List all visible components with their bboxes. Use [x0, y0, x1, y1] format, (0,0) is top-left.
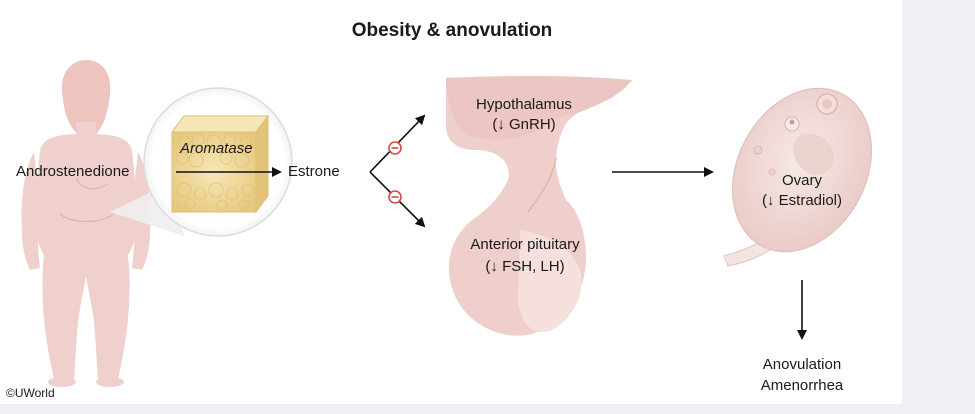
label-ovary-effect: (↓ Estradiol) [761, 192, 843, 209]
label-pituitary-effect: (↓ FSH, LH) [485, 258, 565, 275]
label-hypothalamus-effect: (↓ GnRH) [492, 116, 556, 133]
hypothalamus-pituitary-tissue [446, 76, 632, 336]
body-contour [75, 177, 109, 190]
label-androstenedione: Androstenedione [16, 163, 130, 180]
diagram-graphics [21, 60, 873, 387]
label-ovary: Ovary [781, 172, 823, 189]
label-anterior-pituitary: Anterior pituitary [470, 236, 580, 253]
label-anovulation: Anovulation [762, 356, 842, 373]
label-amenorrhea: Amenorrhea [760, 377, 844, 394]
copyright-notice: ©UWorld [6, 386, 55, 400]
body-silhouette [21, 60, 151, 387]
bottom-margin [0, 404, 975, 414]
inhibit-marker-bottom [388, 190, 402, 204]
label-aromatase: Aromatase [180, 140, 253, 157]
adipose-tissue [171, 114, 269, 214]
ovary-illustration [723, 87, 873, 267]
label-estrone: Estrone [288, 163, 340, 180]
diagram-title: Obesity & anovulation [351, 20, 553, 41]
right-margin [902, 0, 975, 414]
inhibit-marker-top [388, 141, 402, 155]
label-hypothalamus: Hypothalamus [476, 96, 572, 113]
body-contour [59, 213, 115, 223]
